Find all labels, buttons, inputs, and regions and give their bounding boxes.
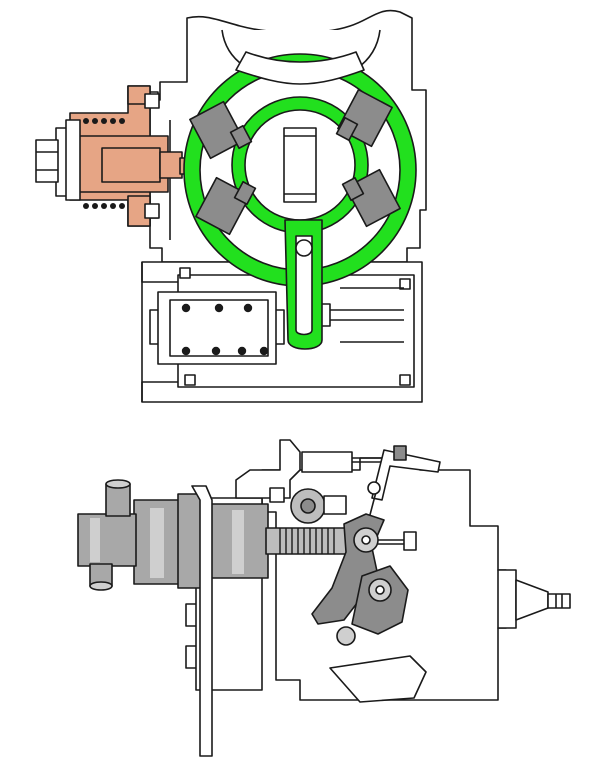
timing-piston (35, 85, 193, 227)
roller-top-left (189, 100, 245, 160)
lever-hub-hole (361, 535, 371, 545)
cross-section-view (35, 9, 427, 403)
pump-head (77, 493, 269, 589)
advance-spring (265, 527, 353, 555)
pump-left-steps (185, 603, 196, 669)
drive-shaft-edges (284, 135, 316, 195)
piston-tip (159, 151, 183, 179)
lever-assembly (311, 513, 417, 646)
head-rear-highlight (232, 510, 244, 574)
roller-shoe-br (341, 176, 365, 202)
lower-screw (336, 626, 356, 646)
shaft-tip (547, 593, 571, 609)
plug-bolt-lines (36, 151, 58, 171)
drive-shaft-slot (283, 127, 317, 203)
flange-tab-bottom (144, 203, 160, 219)
top-cover (235, 439, 301, 499)
lever-link (378, 539, 406, 545)
cam-ring-top-gap (235, 51, 365, 85)
valve-block-tabs (149, 309, 285, 345)
timing-rod (318, 303, 404, 327)
side-view (77, 439, 571, 757)
cam-lever-slot (295, 235, 313, 336)
plug-bolt (35, 139, 59, 183)
base-wedge (329, 655, 427, 703)
spring-coils (279, 528, 335, 554)
head-front (77, 513, 137, 567)
control-pivot (367, 481, 381, 495)
spring-coils (83, 118, 125, 209)
roller-shoe-tl (229, 124, 253, 150)
lever-link-end (403, 531, 417, 551)
shaft-tip-lines (555, 594, 563, 608)
control-bracket (371, 449, 441, 501)
roller-bottom-left (195, 176, 251, 236)
valve-block-dots (181, 303, 269, 356)
control-nut (393, 445, 407, 461)
roller-bottom-right (345, 168, 401, 228)
lower-housing-step (141, 262, 178, 402)
end-cap-flange (65, 119, 81, 201)
spring-pivot-block (323, 495, 347, 515)
valve-block-inner (169, 299, 269, 357)
roller-shoe-bl (233, 180, 257, 206)
cam-lever-pin (295, 239, 313, 257)
spring-housing (265, 527, 353, 555)
inlet-fitting-bottom-cap (89, 581, 113, 591)
shaft-collar (497, 569, 517, 629)
head-front-highlight (90, 518, 100, 562)
lower-bracket-pin-center (375, 585, 385, 595)
roller-shoe-tr (335, 116, 359, 142)
drive-shaft (497, 569, 571, 629)
control-link-box (301, 451, 353, 473)
timing-rod-lines (340, 287, 404, 343)
spring-pivot-inner (300, 498, 316, 514)
rollers (189, 88, 401, 236)
governor-lever (269, 487, 347, 524)
flange-tab-top (144, 93, 160, 109)
piston-inner (101, 147, 161, 183)
vertical-plate (191, 485, 213, 757)
small-bolt-top (269, 487, 285, 503)
inlet-fitting (89, 479, 131, 591)
inlet-fitting-top-cap (105, 479, 131, 489)
inlet-fitting-top (105, 483, 131, 517)
shaft-taper (515, 579, 549, 621)
head-cylinder-highlight (150, 508, 164, 578)
